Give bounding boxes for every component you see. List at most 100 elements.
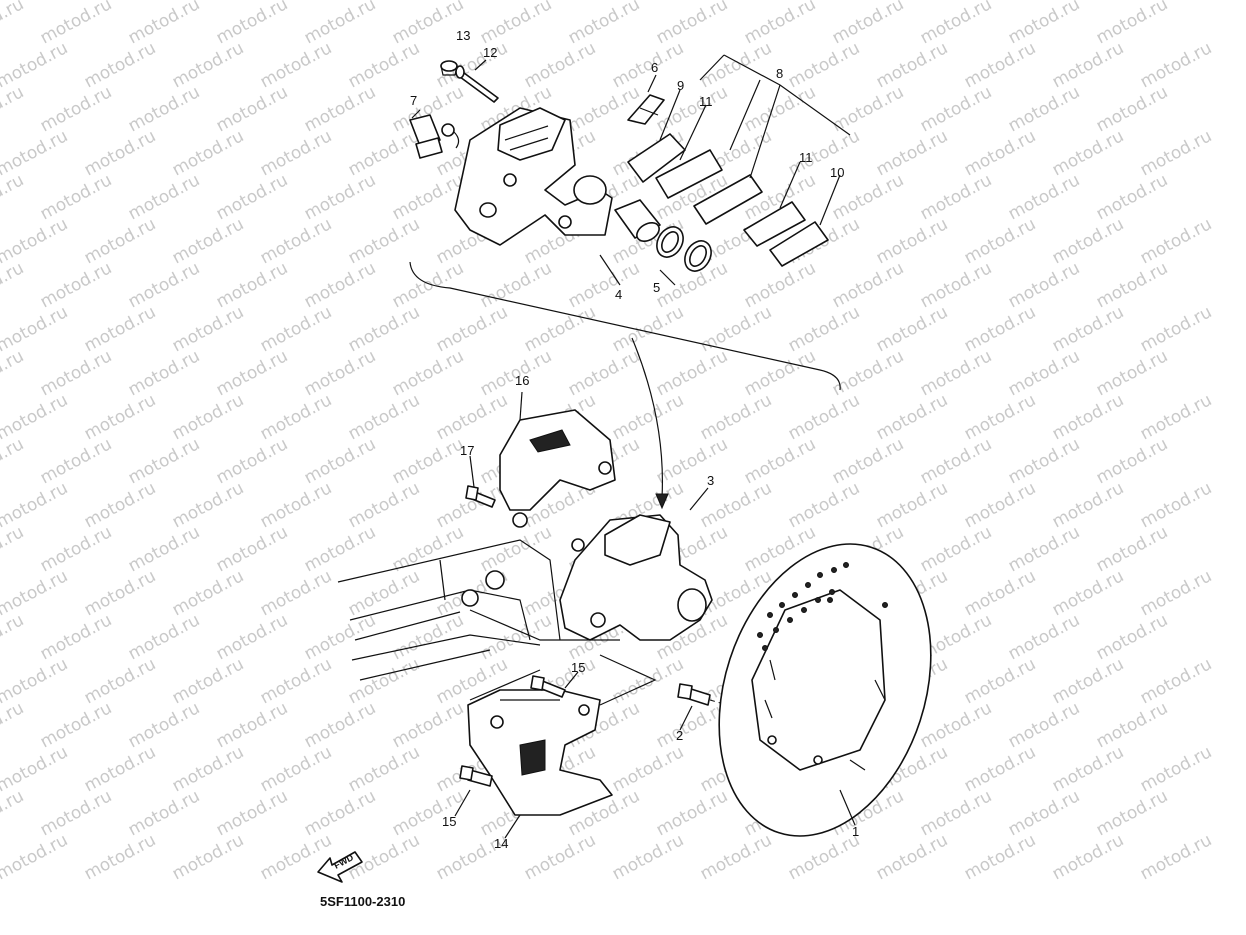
callout-14: 14 — [494, 836, 508, 851]
watermark-text: motod.ru — [0, 302, 71, 356]
leader-lines-upper — [411, 54, 851, 286]
callout-12: 12 — [483, 45, 497, 60]
watermark-text: motod.ru — [257, 214, 335, 268]
watermark-text: motod.ru — [169, 742, 247, 796]
watermark-text: motod.ru — [873, 302, 951, 356]
bleed-screw-7 — [409, 114, 460, 159]
watermark-text: motod.ru — [961, 566, 1039, 620]
swingarm-section — [337, 539, 620, 681]
watermark-text: motod.ru — [917, 258, 995, 312]
watermark-text: motod.ru — [521, 302, 599, 356]
cap-13 — [440, 60, 458, 76]
watermark-text: motod.ru — [169, 302, 247, 356]
watermark-text: motod.ru — [257, 126, 335, 180]
callout-1: 1 — [852, 824, 859, 839]
callout-8: 8 — [776, 66, 783, 81]
watermark-text: motod.ru — [81, 742, 159, 796]
watermark-text: motod.ru — [1005, 786, 1083, 840]
callout-15b: 15 — [442, 814, 456, 829]
watermark-text: motod.ru — [0, 126, 71, 180]
watermark-text: motod.ru — [785, 478, 863, 532]
callout-6: 6 — [651, 60, 658, 75]
watermark-text: motod.ru — [961, 214, 1039, 268]
caliper-body-exploded — [454, 107, 613, 246]
watermark-text: motod.ru — [0, 566, 71, 620]
callout-10: 10 — [830, 165, 844, 180]
watermark-text: motod.ru — [37, 434, 115, 488]
watermark-text: motod.ru — [301, 258, 379, 312]
callout-11b: 11 — [799, 150, 813, 165]
watermark-text: motod.ru — [125, 0, 203, 48]
watermark-text: motod.ru — [345, 390, 423, 444]
watermark-text: motod.ru — [345, 478, 423, 532]
watermark-text: motod.ru — [257, 390, 335, 444]
watermark-text: motod.ru — [169, 390, 247, 444]
disc-bolt-2 — [677, 683, 711, 706]
watermark-text: motod.ru — [1049, 478, 1127, 532]
watermark-text: motod.ru — [301, 170, 379, 224]
watermark-text: motod.ru — [345, 742, 423, 796]
watermark-text: motod.ru — [257, 478, 335, 532]
watermark-text: motod.ru — [697, 38, 775, 92]
watermark-text: motod.ru — [301, 522, 379, 576]
watermark-text: motod.ru — [81, 302, 159, 356]
watermark-text: motod.ru — [1005, 698, 1083, 752]
watermark-text: motod.ru — [37, 786, 115, 840]
watermark-text: motod.ru — [0, 390, 71, 444]
watermark-text: motod.ru — [565, 346, 643, 400]
watermark-text: motod.ru — [257, 302, 335, 356]
callout-7: 7 — [410, 93, 417, 108]
callout-16: 16 — [515, 373, 529, 388]
watermark-text: motod.ru — [1005, 434, 1083, 488]
watermark-text: motod.ru — [1005, 82, 1083, 136]
callout-15a: 15 — [571, 660, 585, 675]
callout-3: 3 — [707, 473, 714, 488]
watermark-text: motod.ru — [1049, 654, 1127, 708]
watermark-text: motod.ru — [565, 258, 643, 312]
watermark-text: motod.ru — [917, 522, 995, 576]
watermark-text: motod.ru — [0, 830, 71, 884]
watermark-text: motod.ru — [1093, 0, 1171, 48]
watermark-text: motod.ru — [917, 786, 995, 840]
watermark-text: motod.ru — [1137, 654, 1215, 708]
watermark-text: motod.ru — [433, 302, 511, 356]
watermark-text: motod.ru — [1049, 302, 1127, 356]
watermark-text: motod.ru — [213, 170, 291, 224]
watermark-text: motod.ru — [741, 258, 819, 312]
watermark-text: motod.ru — [37, 0, 115, 48]
watermark-text: motod.ru — [521, 38, 599, 92]
watermark-text: motod.ru — [81, 566, 159, 620]
watermark-text: motod.ru — [81, 38, 159, 92]
watermark-text: motod.ru — [169, 214, 247, 268]
watermark-text: motod.ru — [1005, 258, 1083, 312]
watermark-text: motod.ru — [257, 654, 335, 708]
watermark-text: motod.ru — [169, 38, 247, 92]
watermark-text: motod.ru — [1005, 346, 1083, 400]
watermark-text: motod.ru — [1049, 830, 1127, 884]
brake-disc-1 — [718, 543, 932, 837]
watermark-text: motod.ru — [257, 38, 335, 92]
callout-labels: 13 12 7 6 9 8 11 11 10 4 5 16 17 3 15 2 … — [410, 28, 859, 851]
watermark-text: motod.ru — [1093, 698, 1171, 752]
seals-5 — [656, 226, 712, 272]
watermark-text: motod.ru — [829, 258, 907, 312]
disc-vent-holes — [757, 562, 888, 651]
watermark-text: motod.ru — [169, 126, 247, 180]
watermark-text: motod.ru — [37, 610, 115, 664]
watermark-text: motod.ru — [389, 434, 467, 488]
watermark-text: motod.ru — [1049, 38, 1127, 92]
watermark-text: motod.ru — [213, 434, 291, 488]
bolt-17 — [465, 485, 496, 508]
watermark-text: motod.ru — [37, 346, 115, 400]
watermark-text: motod.ru — [785, 126, 863, 180]
watermark-text: motod.ru — [1005, 610, 1083, 664]
watermark-text: motod.ru — [609, 390, 687, 444]
watermark-text: motod.ru — [0, 258, 27, 312]
watermark-text: motod.ru — [917, 346, 995, 400]
watermark-text: motod.ru — [0, 170, 27, 224]
watermark-text: motod.ru — [169, 566, 247, 620]
watermark-text: motod.ru — [1137, 566, 1215, 620]
pad-shim-11a — [655, 149, 723, 199]
watermark-text: motod.ru — [1093, 434, 1171, 488]
caliper-guard-14 — [467, 689, 613, 816]
